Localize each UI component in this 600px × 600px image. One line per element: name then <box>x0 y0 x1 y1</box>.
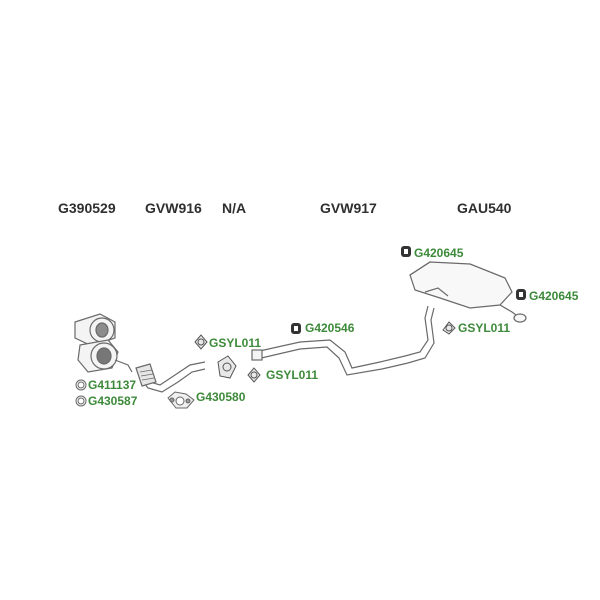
clamp-icon <box>217 355 237 379</box>
rear-silencer <box>409 261 527 323</box>
rubber-mount-icon <box>401 246 411 257</box>
front-pipe <box>135 361 206 393</box>
clamp-icon <box>247 367 261 383</box>
flange-gasket-icon <box>167 391 195 409</box>
section-label-cat: G390529 <box>58 200 116 216</box>
middle-pipe <box>251 305 435 376</box>
part-link-gasket[interactable]: G430580 <box>196 390 246 404</box>
section-label-front-pipe: GVW916 <box>145 200 202 216</box>
rubber-mount-icon <box>516 289 526 300</box>
rubber-mount-icon <box>291 323 301 334</box>
clamp-icon <box>442 321 456 335</box>
section-label-middle-pipe: GVW917 <box>320 200 377 216</box>
part-link-clamp-front-lower[interactable]: GSYL011 <box>266 368 319 382</box>
part-link-rubber-mount-top[interactable]: G420645 <box>414 246 464 260</box>
sealing-ring-icon <box>75 379 87 391</box>
clamp-icon <box>194 334 208 350</box>
part-link-clamp-rear[interactable]: GSYL011 <box>458 321 511 335</box>
part-link-rubber-mount-middle[interactable]: G420546 <box>305 321 355 335</box>
part-link-ring-2[interactable]: G430587 <box>88 394 138 408</box>
section-label-rear-silencer: GAU540 <box>457 200 512 216</box>
section-label-na: N/A <box>222 200 247 216</box>
sealing-ring-icon <box>75 395 87 407</box>
catalytic-converter <box>74 313 133 373</box>
part-link-rubber-mount-right[interactable]: G420645 <box>529 289 579 303</box>
part-link-clamp-front-upper[interactable]: GSYL011 <box>209 336 262 350</box>
part-link-ring-1[interactable]: G411137 <box>88 378 137 392</box>
